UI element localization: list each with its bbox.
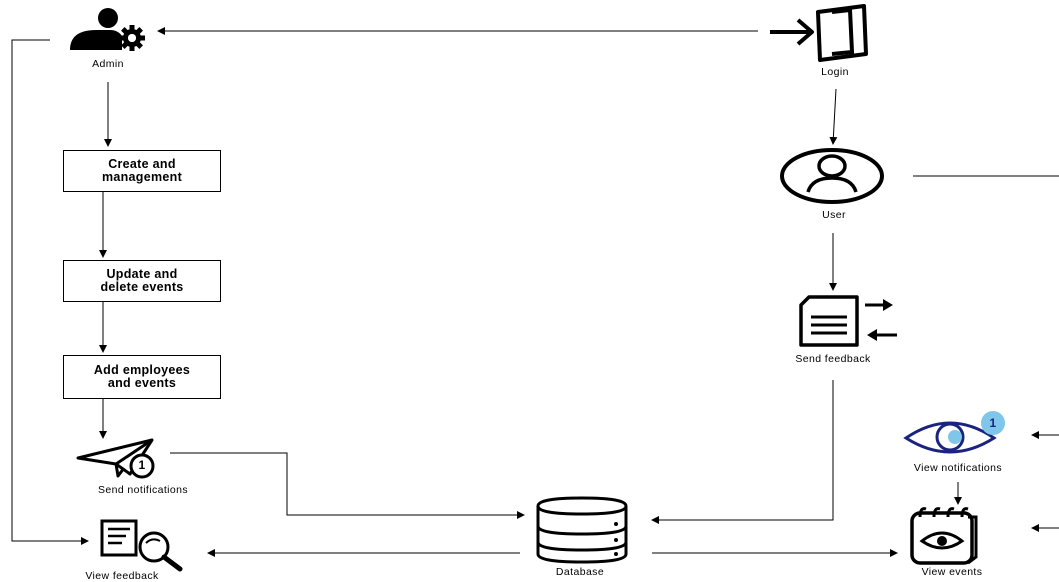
send-feedback-label: Send feedback	[795, 353, 871, 365]
notify-badge: 1	[138, 458, 146, 472]
create-line1: Create and	[108, 157, 176, 171]
edge-login-user	[829, 88, 838, 145]
edge-feedback-database	[651, 380, 834, 524]
user-label: User	[822, 209, 846, 221]
add-line1: Add employees	[93, 363, 191, 377]
login-label: Login	[821, 66, 849, 78]
database-icon	[536, 496, 628, 564]
notebook-eye-icon	[910, 507, 978, 565]
document-arrows-icon	[799, 295, 897, 347]
document-search-icon	[100, 519, 183, 572]
paper-plane-icon	[76, 438, 155, 479]
eye-notification-icon	[903, 411, 1005, 454]
user-circle-icon	[780, 148, 884, 204]
create-line2: management	[101, 170, 183, 184]
view-events-label: View events	[921, 566, 983, 578]
update-line1: Update and	[106, 267, 178, 281]
view-feedback-label: View feedback	[85, 570, 159, 582]
view-notifications-label: View notifications	[913, 462, 1003, 474]
send-notifications-label: Send notifications	[97, 484, 189, 496]
user-gear-icon	[70, 8, 145, 51]
database-label: Database	[555, 566, 605, 578]
update-line2: delete events	[100, 280, 184, 294]
edge-admin-viewfeedback	[11, 39, 89, 545]
view-notifications-badge: 1	[989, 416, 997, 430]
edge-notify-database	[170, 452, 525, 519]
login-door-icon	[770, 4, 868, 62]
admin-label: Admin	[92, 58, 124, 70]
add-line2: and events	[107, 376, 177, 390]
